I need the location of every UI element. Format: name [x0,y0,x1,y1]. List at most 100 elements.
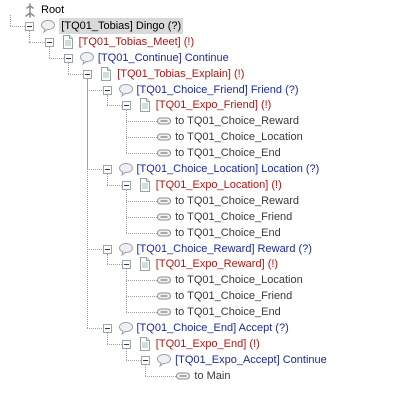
tree-node-player[interactable]: [TQ01_Choice_Reward] Reward (?) [118,241,312,257]
tree-node-link[interactable]: to TQ01_Choice_Reward [156,193,299,209]
link-icon [156,209,172,225]
tree-connector-line [29,30,31,42]
tree-connector-line [125,153,162,155]
tree-connector-line [87,78,89,328]
tree-node-player[interactable]: [TQ01_Choice_Location] Location (?) [118,161,320,177]
tree-node-link[interactable]: to Main [175,368,230,384]
collapse-toggle[interactable] [121,260,131,270]
speech-bubble-icon [79,50,95,66]
speech-bubble-icon [118,82,134,98]
tree-connector-line [67,73,84,75]
tree-node-label: [TQ01_Tobias] Dingo (?) [59,17,184,34]
tree-connector-line [106,264,122,266]
tree-connector-line [48,57,64,59]
link-icon [156,145,172,161]
tree-node-label: to TQ01_Choice_Friend [175,290,293,303]
tree-node-page[interactable]: [TQ01_Tobias_Meet] (!) [60,34,194,50]
tree-node-label: [TQ01_Expo_Location] (!) [155,178,282,191]
tree-node-label: [TQ01_Tobias_Explain] (!) [117,67,245,80]
collapse-toggle[interactable] [102,324,112,333]
tree-node-root[interactable]: Root [22,2,64,18]
page-icon [137,177,153,193]
tree-node-link[interactable]: to TQ01_Choice_End [156,145,281,161]
tree-node-label: [TQ01_Choice_Location] Location (?) [136,163,320,175]
tree-connector-line [125,121,162,123]
tree-node-label: to TQ01_Choice_End [175,306,281,319]
tree-connector-line [125,348,127,360]
tree-connector-line [125,232,162,234]
tree-node-link[interactable]: to TQ01_Choice_Friend [156,209,292,225]
tree-node-label: to TQ01_Choice_Location [175,274,303,287]
tree-node-link[interactable]: to TQ01_Choice_End [156,304,281,320]
collapse-toggle[interactable] [44,37,54,47]
tree-node-label: to TQ01_Choice_End [175,226,281,239]
tree-node-label: [TQ01_Choice_Friend] Friend (?) [136,83,299,96]
link-icon [156,288,172,304]
speech-bubble-icon [118,241,134,257]
tree-node-page[interactable]: [TQ01_Expo_End] (!) [137,336,260,352]
tree-connector-line [10,25,26,27]
tree-connector-line [106,174,108,185]
tree-connector-line [10,15,11,26]
tree-connector-line [125,110,127,154]
page-icon [137,256,153,272]
link-icon [156,129,172,145]
collapse-toggle[interactable] [121,180,131,190]
tree-node-link[interactable]: to TQ01_Choice_End [156,225,281,241]
collapse-toggle[interactable] [83,69,93,79]
tree-node-player[interactable]: [TQ01_Expo_Accept] Continue [156,352,327,368]
collapse-toggle[interactable] [102,244,112,254]
tree-node-link[interactable]: to TQ01_Choice_Reward [156,113,299,129]
tree-node-page[interactable]: [TQ01_Tobias_Explain] (!) [98,66,244,82]
collapse-toggle[interactable] [141,355,151,365]
collapse-toggle[interactable] [121,339,131,349]
tree-connector-line [125,200,162,202]
page-icon [137,97,153,113]
tree-node-link[interactable]: to TQ01_Choice_Location [156,129,303,145]
tree-connector-line [106,333,108,344]
link-icon [156,225,172,241]
collapse-toggle[interactable] [121,101,131,111]
tree-connector-line [125,296,162,298]
tree-node-page[interactable]: [TQ01_Expo_Location] (!) [137,177,282,193]
tree-node-label: Root [41,4,65,16]
tree-node-label: to TQ01_Choice_Friend [175,210,293,223]
tree-connector-line [125,189,127,233]
tree-node-link[interactable]: to TQ01_Choice_Location [156,272,303,288]
tree-connector-line [87,89,103,91]
collapse-toggle[interactable] [63,53,73,63]
link-icon [156,304,172,320]
tree-node-label: [TQ01_Expo_End] (!) [155,337,260,350]
tree-connector-line [87,248,103,250]
tree-node-page[interactable]: [TQ01_Expo_Reward] (!) [137,256,278,272]
tree-node-player[interactable]: [TQ01_Choice_End] Accept (?) [118,320,289,336]
tree-connector-line [106,184,122,186]
tree-node-link[interactable]: to TQ01_Choice_Friend [156,288,292,304]
tree-node-player[interactable]: [TQ01_Continue] Continue [79,50,229,66]
tree-connector-line [125,312,162,314]
tree-node-npc[interactable]: [TQ01_Tobias] Dingo (?) [40,17,184,34]
speech-bubble-icon [40,18,56,34]
page-icon [98,66,114,82]
tree-node-label: to Main [194,369,231,382]
speech-bubble-icon [118,320,134,336]
collapse-toggle[interactable] [102,85,112,95]
tree-connector-line [106,253,108,265]
tree-connector-line [125,359,142,361]
tree-node-label: [TQ01_Choice_Reward] Reward (?) [136,242,312,255]
tree-node-label: to TQ01_Choice_End [175,147,281,160]
tree-node-label: to TQ01_Choice_Reward [175,194,300,207]
tree-node-label: [TQ01_Expo_Reward] (!) [155,258,279,271]
speech-bubble-icon [118,161,134,177]
collapse-toggle[interactable] [25,21,35,31]
tree-node-page[interactable]: [TQ01_Expo_Friend] (!) [137,97,271,113]
tree-node-player[interactable]: [TQ01_Choice_Friend] Friend (?) [118,82,299,98]
page-icon [137,336,153,352]
tree-node-label: to TQ01_Choice_Reward [175,115,300,128]
tree-connector-line [87,169,103,170]
tree-connector-line [106,94,108,106]
collapse-toggle[interactable] [102,165,112,174]
link-icon [175,368,191,384]
link-icon [156,193,172,209]
